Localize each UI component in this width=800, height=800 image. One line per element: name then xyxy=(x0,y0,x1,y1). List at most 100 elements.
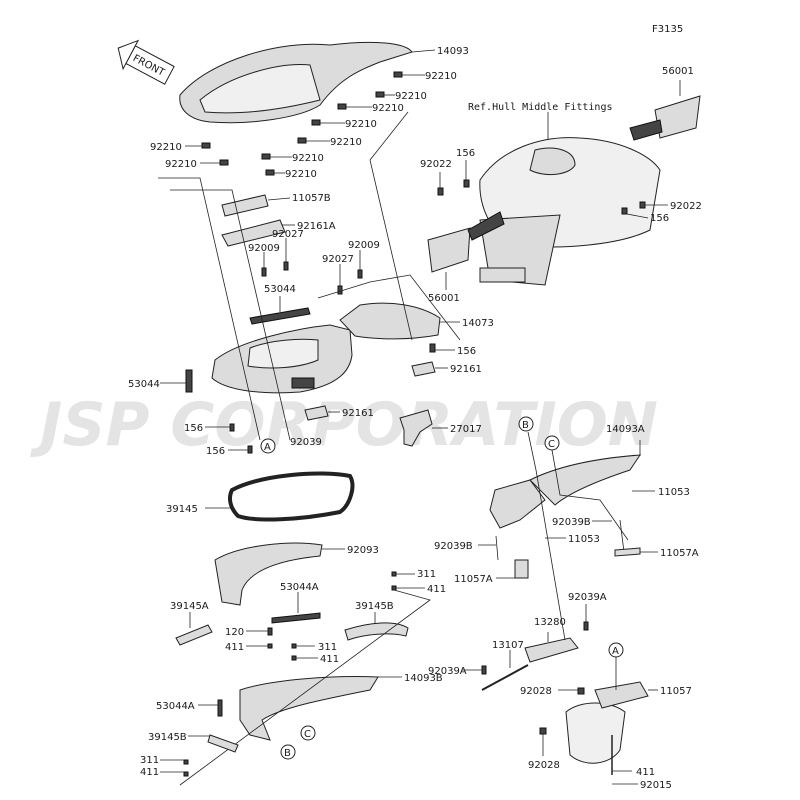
callout-B-left: B xyxy=(280,744,296,760)
label-53044A-left: 53044A xyxy=(156,701,195,712)
housing-11057 xyxy=(565,681,658,764)
label-92210-i: 92210 xyxy=(165,159,197,170)
label-156-left-b: 156 xyxy=(206,446,225,457)
label-53044A: 53044A xyxy=(280,582,319,593)
label-92039B-right: 92039B xyxy=(552,517,591,528)
label-11057: 11057 xyxy=(660,686,692,697)
callout-C-left-label: C xyxy=(304,729,311,740)
label-92161-lower: 92161 xyxy=(342,408,374,419)
cover-14093B xyxy=(239,676,402,741)
label-11053-b: 11053 xyxy=(568,534,600,545)
label-11057B: 11057B xyxy=(292,193,331,204)
label-92022-right: 92022 xyxy=(670,201,702,212)
callout-A-right-label: A xyxy=(612,646,619,657)
label-92028-a: 92028 xyxy=(520,686,552,697)
bracket-13280 xyxy=(524,632,579,663)
label-311-a: 311 xyxy=(417,569,436,580)
label-92093: 92093 xyxy=(347,545,379,556)
front-arrow: FRONT xyxy=(117,39,175,85)
label-120: 120 xyxy=(225,627,244,638)
label-92210-h: 92210 xyxy=(150,142,182,153)
label-411-e: 411 xyxy=(636,767,655,778)
label-11057A-left: 11057A xyxy=(454,574,493,585)
rod-13107 xyxy=(481,650,529,691)
callout-A-right: A xyxy=(608,642,624,658)
label-92027-a: 92027 xyxy=(272,229,304,240)
label-13280: 13280 xyxy=(534,617,566,628)
label-411-b: 411 xyxy=(225,642,244,653)
washers-92028 xyxy=(539,687,585,756)
label-92161A: 92161A xyxy=(297,221,336,232)
trim-92093 xyxy=(214,542,345,606)
pad-39145A xyxy=(175,612,213,646)
label-14093: 14093 xyxy=(437,46,469,57)
plate-92161A xyxy=(221,219,295,247)
label-53044: 53044 xyxy=(264,284,296,295)
fastener-156-right xyxy=(429,343,455,353)
label-411-c: 411 xyxy=(320,654,339,665)
label-92009-b: 92009 xyxy=(348,240,380,251)
bolts-92015-411 xyxy=(611,735,638,785)
mirror-56001-right xyxy=(629,80,701,141)
bolts-92009-92027 xyxy=(261,238,363,295)
screws-92210 xyxy=(185,71,425,176)
label-92210-c: 92210 xyxy=(372,103,404,114)
callout-A-left-label: A xyxy=(264,442,271,453)
label-92039A-right: 92039A xyxy=(568,592,607,603)
label-92022-left: 92022 xyxy=(420,159,452,170)
label-92210-g: 92210 xyxy=(285,169,317,180)
label-39145B: 39145B xyxy=(355,601,394,612)
label-14093A: 14093A xyxy=(606,424,645,435)
pad-92161 xyxy=(411,361,448,377)
label-11057A-right: 11057A xyxy=(660,548,699,559)
fastener-156-left xyxy=(205,423,253,454)
callout-C-right-label: C xyxy=(548,439,555,450)
pad-39145B-lower xyxy=(188,734,239,753)
label-311-b: 311 xyxy=(318,642,337,653)
strip-53044 xyxy=(249,296,311,325)
mirror-56001-left xyxy=(427,211,505,290)
label-92210-d: 92210 xyxy=(345,119,377,130)
label-92210-a: 92210 xyxy=(425,71,457,82)
label-11053-a: 11053 xyxy=(658,487,690,498)
tray-main xyxy=(211,324,353,394)
callout-A-left: A xyxy=(260,438,276,454)
callout-B-right: B xyxy=(518,416,534,432)
figure-code: F3135 xyxy=(652,24,683,35)
label-39145B-left: 39145B xyxy=(148,732,187,743)
label-53044-left: 53044 xyxy=(128,379,160,390)
label-92027-b: 92027 xyxy=(322,254,354,265)
cover-14073 xyxy=(339,302,460,340)
latch-27017 xyxy=(399,409,448,447)
hull-reference xyxy=(479,112,661,286)
bolts-hull xyxy=(437,160,668,219)
hardware-11053-11057A xyxy=(545,490,658,557)
label-156-top: 156 xyxy=(456,148,475,159)
label-14093B: 14093B xyxy=(404,673,443,684)
small-hardware-lower-left xyxy=(160,571,431,786)
connection-lines xyxy=(158,111,461,441)
reference-note: Ref.Hull Middle Fittings xyxy=(468,102,613,113)
clip-53044A-lower xyxy=(198,699,223,717)
label-56001-left: 56001 xyxy=(428,293,460,304)
cover-14093 xyxy=(179,41,436,124)
strip-53044A xyxy=(271,592,321,624)
label-14073: 14073 xyxy=(462,318,494,329)
label-92161-upper: 92161 xyxy=(450,364,482,375)
label-13107: 13107 xyxy=(492,640,524,651)
callout-C-left: C xyxy=(300,725,316,741)
label-56001-right: 56001 xyxy=(662,66,694,77)
label-156-right: 156 xyxy=(650,213,669,224)
label-92015: 92015 xyxy=(640,780,672,791)
label-39145: 39145 xyxy=(166,504,198,515)
guide-lines-right xyxy=(527,431,629,690)
label-92210-f: 92210 xyxy=(292,153,324,164)
pad-39145B xyxy=(344,612,409,641)
bracket-11057A-left xyxy=(478,535,529,579)
label-411-d: 411 xyxy=(140,767,159,778)
clip-53044-left xyxy=(160,369,193,393)
label-311-c: 311 xyxy=(140,755,159,766)
label-92210-e: 92210 xyxy=(330,137,362,148)
cover-14093A xyxy=(489,440,641,529)
